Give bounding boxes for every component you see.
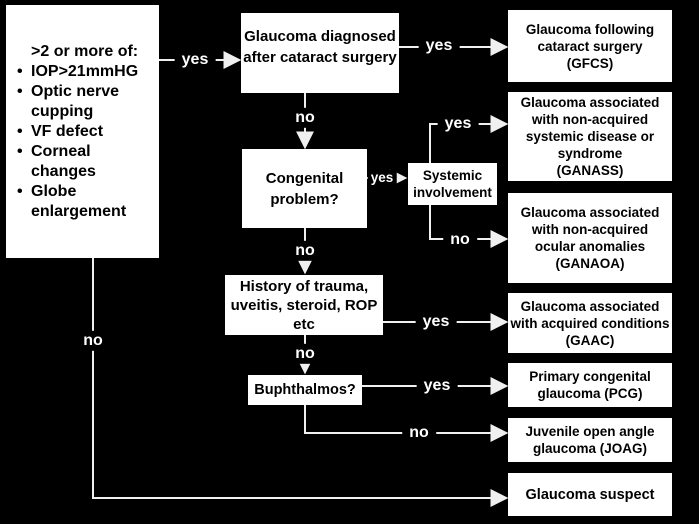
criteria-item: Globe enlargement bbox=[17, 182, 153, 222]
node-text: Systemic involvement bbox=[413, 168, 492, 200]
criteria-item: Optic nerve cupping bbox=[17, 82, 153, 122]
node-text: Glaucoma associated with non-acquired sy… bbox=[520, 95, 660, 178]
edge-buphthalmos-joag bbox=[304, 405, 509, 442]
node-gfcs: Glaucoma following cataract surgery (GFC… bbox=[508, 10, 672, 82]
node-text: Glaucoma suspect bbox=[525, 486, 655, 503]
edge-label-systemic-ganaoa: no bbox=[443, 229, 477, 251]
criteria-title: >2 or more of: bbox=[31, 43, 139, 60]
edge-label-history-gaac: yes bbox=[415, 311, 457, 333]
edge-label-diagnosed-congenital: no bbox=[288, 107, 322, 129]
edge-label-buphthalmos-joag: no bbox=[402, 422, 436, 444]
node-text: Glaucoma associated with non-acquired oc… bbox=[520, 205, 660, 271]
node-text: Juvenile open angle glaucoma (JOAG) bbox=[525, 424, 655, 456]
node-text: Glaucoma associated with acquired condit… bbox=[510, 298, 670, 348]
criteria-item: VF defect bbox=[17, 122, 153, 142]
edge-systemic-ganaoa bbox=[429, 205, 509, 248]
node-pcg: Primary congenital glaucoma (PCG) bbox=[508, 363, 672, 407]
node-gaac: Glaucoma associated with acquired condit… bbox=[508, 293, 672, 353]
criteria-item: Corneal changes bbox=[17, 142, 153, 182]
node-joag: Juvenile open angle glaucoma (JOAG) bbox=[508, 418, 672, 462]
node-glaucoma-suspect: Glaucoma suspect bbox=[508, 473, 672, 516]
edge-label-history-buphthalmos: no bbox=[288, 343, 322, 365]
edge-label-systemic-ganass: yes bbox=[437, 113, 479, 135]
node-text: Primary congenital glaucoma (PCG) bbox=[529, 369, 651, 401]
edge-label-criteria-suspect: no bbox=[76, 330, 110, 352]
edge-label-buphthalmos-pcg: yes bbox=[416, 375, 458, 397]
edge-label-criteria-diagnosed: yes bbox=[174, 49, 216, 71]
node-history-trauma: History of trauma, uveitis, steroid, ROP… bbox=[225, 275, 383, 335]
node-ganass: Glaucoma associated with non-acquired sy… bbox=[508, 92, 672, 181]
node-text: Glaucoma diagnosed after cataract surger… bbox=[243, 28, 397, 66]
node-diagnosed-after-cataract: Glaucoma diagnosed after cataract surger… bbox=[241, 13, 399, 93]
edge-label-congenital-systemic: yes bbox=[367, 169, 397, 187]
edge-systemic-ganass bbox=[429, 115, 509, 163]
node-systemic-involvement: Systemic involvement bbox=[408, 163, 497, 205]
node-congenital-problem: Congenital problem? bbox=[242, 149, 367, 228]
node-buphthalmos: Buphthalmos? bbox=[248, 375, 362, 405]
node-text: Congenital problem? bbox=[265, 169, 344, 208]
criteria-item: IOP>21mmHG bbox=[17, 62, 153, 82]
edge-label-congenital-history: no bbox=[288, 240, 322, 262]
node-text: History of trauma, uveitis, steroid, ROP… bbox=[230, 277, 378, 333]
criteria-list: IOP>21mmHG Optic nerve cupping VF defect… bbox=[17, 62, 153, 222]
edge-label-diagnosed-gfcs: yes bbox=[418, 35, 460, 57]
node-criteria: >2 or more of: IOP>21mmHG Optic nerve cu… bbox=[6, 5, 159, 258]
node-text: Buphthalmos? bbox=[254, 382, 356, 398]
node-ganaoa: Glaucoma associated with non-acquired oc… bbox=[508, 193, 672, 283]
node-text: Glaucoma following cataract surgery (GFC… bbox=[525, 21, 655, 71]
